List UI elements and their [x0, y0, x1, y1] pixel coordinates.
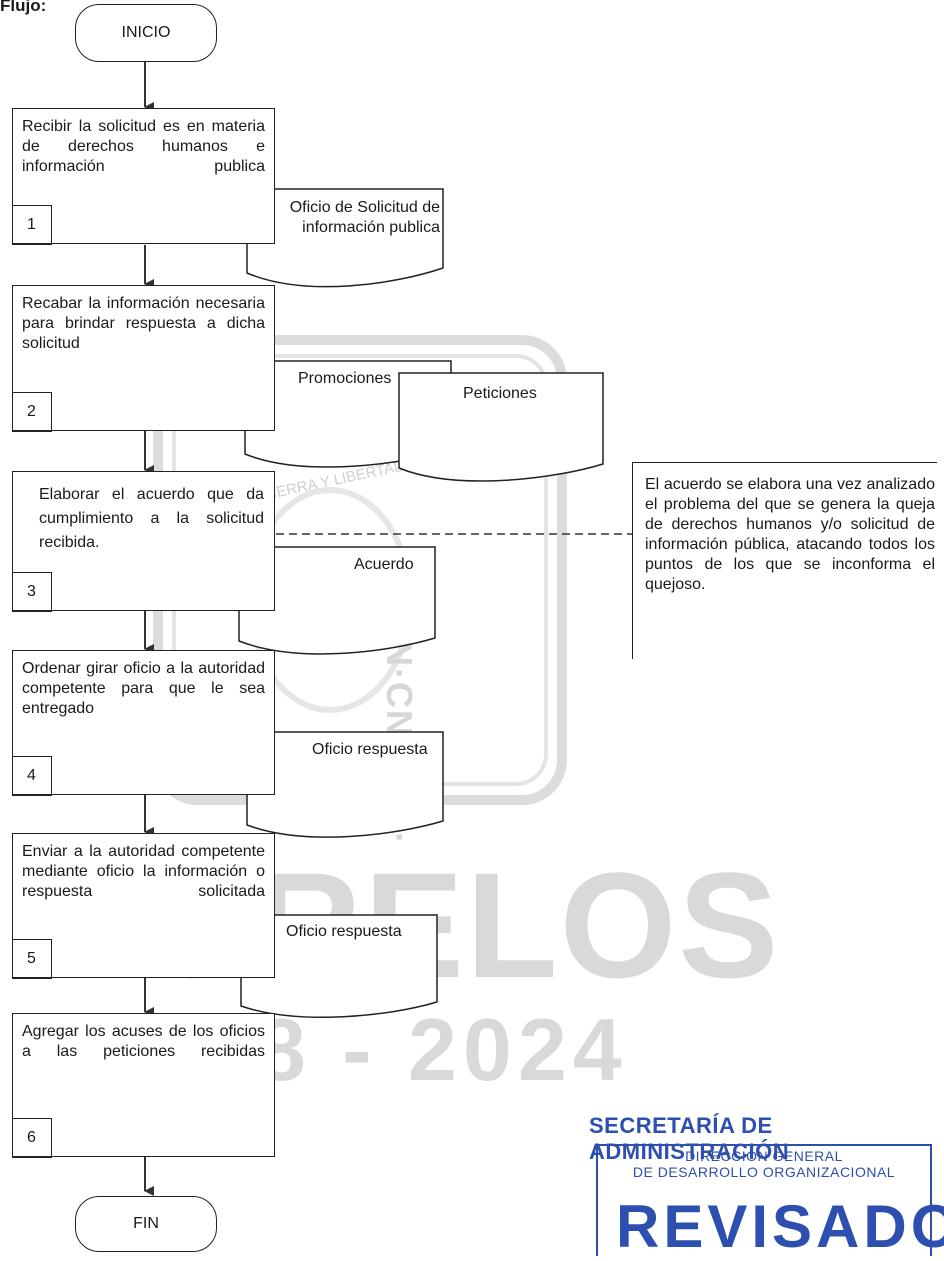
- stamp-secretaria: SECRETARÍA DE ADMINISTRACIÓN: [589, 1113, 790, 1164]
- document-oficio-respuesta-4-shape: [246, 731, 444, 838]
- process-step-3: Elaborar el acuerdo que da cumplimiento …: [11, 471, 275, 612]
- step-4-number: 4: [11, 755, 52, 796]
- step-2-text: Recabar la información necesaria para br…: [22, 295, 265, 352]
- stamp-revisado: REVISADO: [616, 1193, 944, 1260]
- stamp-direccion: DIRECCIÓN GENERAL: [685, 1148, 843, 1164]
- document-oficio-solicitud-shape: [246, 188, 444, 288]
- step-3-number: 3: [11, 571, 52, 612]
- document-peticiones-shape: [398, 372, 604, 482]
- step-2-number: 2: [11, 391, 52, 432]
- step-1-number: 1: [11, 204, 52, 245]
- process-step-6: Agregar los acuses de los oficios a las …: [11, 1013, 275, 1158]
- process-step-2: Recabar la información necesaria para br…: [11, 285, 275, 432]
- page-title: Flujo:: [0, 0, 47, 15]
- document-oficio-respuesta-4-label: Oficio respuesta: [312, 741, 428, 758]
- end-terminal: FIN: [75, 1196, 217, 1252]
- start-terminal: INICIO: [75, 4, 217, 62]
- annotation-text: El acuerdo se elabora una vez analizado …: [645, 476, 935, 593]
- process-step-4: Ordenar girar oficio a la autoridad comp…: [11, 650, 275, 796]
- document-acuerdo-shape: [238, 546, 436, 655]
- step-1-text: Recibir la solicitud es en materia de de…: [22, 118, 265, 175]
- step-5-text: Enviar a la autoridad competente mediant…: [22, 843, 265, 900]
- step-3-text: Elaborar el acuerdo que da cumplimiento …: [39, 486, 264, 551]
- start-terminal-label: INICIO: [121, 24, 171, 41]
- step-4-text: Ordenar girar oficio a la autoridad comp…: [22, 660, 265, 717]
- step-6-text: Agregar los acuses de los oficios a las …: [22, 1023, 265, 1060]
- annotation-box: El acuerdo se elabora una vez analizado …: [632, 462, 937, 659]
- step-6-number: 6: [11, 1117, 52, 1158]
- document-oficio-respuesta-5-shape: [240, 914, 438, 1019]
- document-acuerdo-label: Acuerdo: [354, 556, 414, 573]
- document-promociones-label: Promociones: [298, 370, 392, 387]
- document-oficio-solicitud-label: Oficio de Solicitud de información publi…: [289, 199, 440, 236]
- stamp-desarrollo: DE DESARROLLO ORGANIZACIONAL: [632, 1164, 896, 1180]
- document-oficio-respuesta-5-label: Oficio respuesta: [286, 923, 402, 940]
- end-terminal-label: FIN: [133, 1215, 159, 1232]
- document-peticiones-label: Peticiones: [463, 385, 537, 402]
- step-5-number: 5: [11, 938, 52, 979]
- process-step-1: Recibir la solicitud es en materia de de…: [11, 108, 275, 245]
- process-step-5: Enviar a la autoridad competente mediant…: [11, 833, 275, 979]
- stamp-box: DIRECCIÓN GENERAL DE DESARROLLO ORGANIZA…: [596, 1144, 944, 1260]
